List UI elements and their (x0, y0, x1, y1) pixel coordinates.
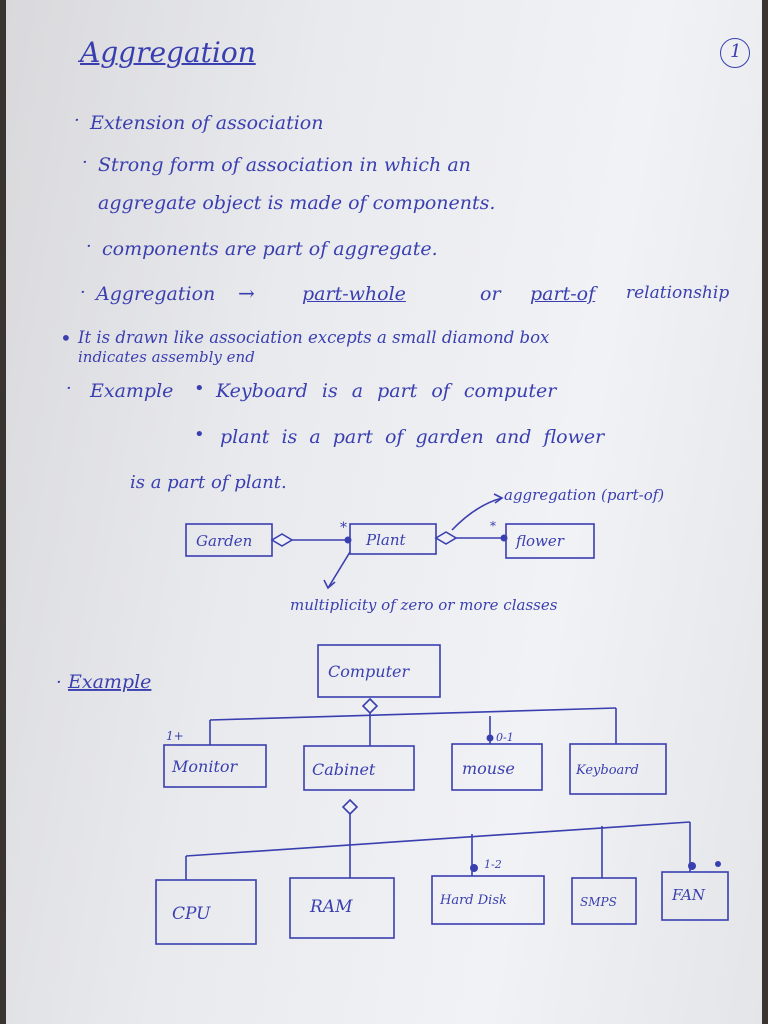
bullet-dot: · (74, 110, 80, 131)
annotation-aggregation: aggregation (part-of) (504, 486, 664, 504)
end-marker-dot (486, 734, 494, 742)
class-label-plant: Plant (365, 531, 406, 549)
multiplicity-monitor: 1+ (166, 729, 184, 743)
bullet-dot: • (194, 424, 205, 445)
class-label-hard-disk: Hard Disk (439, 893, 507, 908)
note-line: Extension of association (90, 112, 324, 134)
tree-line (209, 707, 617, 721)
note-line: aggregate object is made of components. (98, 192, 496, 214)
bullet-dot: · (66, 378, 72, 399)
annotation-arrow (451, 497, 503, 531)
note-term: part-of (530, 283, 596, 305)
note-line: It is drawn like association excepts a s… (78, 328, 550, 347)
class-box-cpu (155, 879, 257, 945)
class-label-ram: RAM (309, 897, 353, 917)
multiplicity-star: * (340, 520, 347, 536)
class-label-smps: SMPS (580, 895, 617, 909)
aggregation-diamond (270, 533, 294, 547)
aggregation-diamond (434, 531, 458, 545)
class-box-computer (317, 644, 441, 698)
class-label-flower: flower (515, 532, 565, 550)
class-label-keyboard: Keyboard (575, 763, 639, 778)
class-box-smps (571, 877, 637, 925)
class-box-monitor (163, 744, 267, 788)
note-term: Aggregation (96, 283, 216, 305)
class-box-flower (505, 523, 595, 559)
note-line: is a part of plant. (130, 472, 287, 493)
class-label-monitor: Monitor (171, 757, 239, 776)
end-marker-dot (715, 861, 721, 867)
multiplicity-mouse: 0-1 (496, 731, 514, 744)
annotation-arrow-head (323, 579, 336, 590)
bullet-dot: · (80, 282, 86, 303)
bullet-dot: • (194, 378, 205, 399)
class-box-hard-disk (431, 875, 545, 925)
page-number: 1 (730, 41, 742, 62)
class-box-mouse (451, 743, 543, 791)
note-line: Keyboard is a part of computer (216, 380, 557, 402)
notebook-page: Aggregation 1 · Extension of association… (6, 0, 762, 1024)
bullet-dot: · (56, 672, 62, 693)
page-number-circle (720, 38, 750, 68)
aggregation-diamond (341, 798, 359, 816)
example-label: Example (67, 671, 151, 693)
multiplicity-hard-disk: 1-2 (484, 858, 502, 871)
class-box-fan (661, 871, 729, 921)
class-label-cabinet: Cabinet (312, 760, 376, 779)
bullet-dot: · (86, 236, 92, 257)
bullet-dot: · (82, 152, 88, 173)
class-label-garden: Garden (196, 532, 252, 550)
class-box-keyboard (569, 743, 667, 795)
note-label: Example (90, 380, 174, 402)
arrow-glyph: → (238, 281, 255, 305)
uml-diagrams: Garden * Plant * flower aggregation (par… (56, 486, 729, 945)
class-label-mouse: mouse (462, 759, 515, 778)
class-box-plant (349, 523, 437, 555)
annotation-multiplicity: multiplicity of zero or more classes (290, 596, 558, 614)
bullet-dot: • (60, 326, 72, 350)
class-label-cpu: CPU (172, 904, 211, 924)
class-label-computer: Computer (328, 662, 410, 681)
note-term: part-whole (302, 283, 406, 305)
note-line: Strong form of association in which an (98, 154, 471, 176)
page-title: Aggregation (80, 36, 256, 69)
note-line: indicates assembly end (78, 348, 255, 366)
aggregation-diamond (361, 697, 379, 715)
tree-line (185, 821, 691, 857)
note-line: plant is a part of garden and flower (220, 426, 605, 448)
end-marker-dot (470, 864, 478, 872)
multiplicity-star: * (490, 519, 496, 533)
class-box-ram (289, 877, 395, 939)
class-box-cabinet (303, 745, 415, 791)
annotation-arrow (327, 551, 351, 589)
annotation-arrow-head (493, 493, 504, 504)
end-marker-dot (688, 862, 696, 870)
class-label-fan: FAN (671, 886, 706, 904)
note-line: components are part of aggregate. (102, 238, 438, 260)
note-word: or (480, 283, 501, 305)
note-word: relationship (626, 283, 730, 303)
